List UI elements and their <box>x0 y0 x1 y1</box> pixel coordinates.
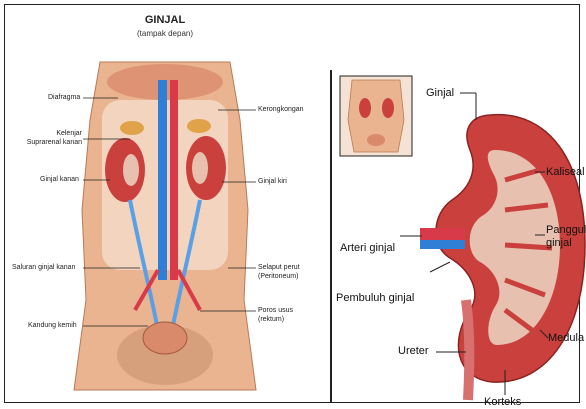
label-pembuluh-ginjal: Pembuluh ginjal <box>336 292 414 304</box>
ureter-tube <box>466 300 469 400</box>
renal-vein <box>420 240 465 249</box>
label-panggul-2: ginjal <box>546 237 572 249</box>
label-panggul-1: Panggul <box>546 224 586 236</box>
renal-artery <box>420 228 465 240</box>
label-ureter: Ureter <box>398 345 429 357</box>
label-kaliseal: Kaliseal <box>546 166 585 178</box>
label-ginjal: Ginjal <box>426 87 454 99</box>
label-medula: Medula <box>548 332 584 344</box>
label-korteks: Korteks <box>484 396 521 408</box>
label-arteri-ginjal: Arteri ginjal <box>340 242 395 254</box>
inset-torso <box>340 76 412 156</box>
